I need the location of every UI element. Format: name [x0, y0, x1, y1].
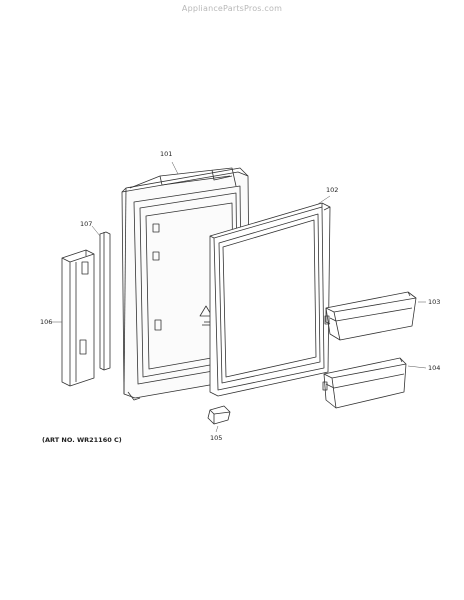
- part-102-door-gasket[interactable]: [209, 202, 331, 397]
- callout-103: 103: [428, 298, 441, 306]
- callout-101: 101: [160, 150, 173, 158]
- watermark: AppliancePartsPros.com: [181, 4, 283, 13]
- callout-102: 102: [326, 186, 339, 194]
- callout-105: 105: [210, 434, 223, 442]
- part-104-door-bin[interactable]: [322, 357, 407, 409]
- part-103-door-bin[interactable]: [324, 291, 417, 341]
- art-number: (ART NO. WR21160 C): [42, 436, 122, 444]
- part-105-hinge-clip[interactable]: [207, 405, 231, 425]
- callout-107: 107: [80, 220, 93, 228]
- part-106-side-trim[interactable]: [61, 249, 95, 387]
- callout-104: 104: [428, 364, 441, 372]
- callout-106: 106: [40, 318, 53, 326]
- part-107-trim-strip[interactable]: [99, 231, 111, 371]
